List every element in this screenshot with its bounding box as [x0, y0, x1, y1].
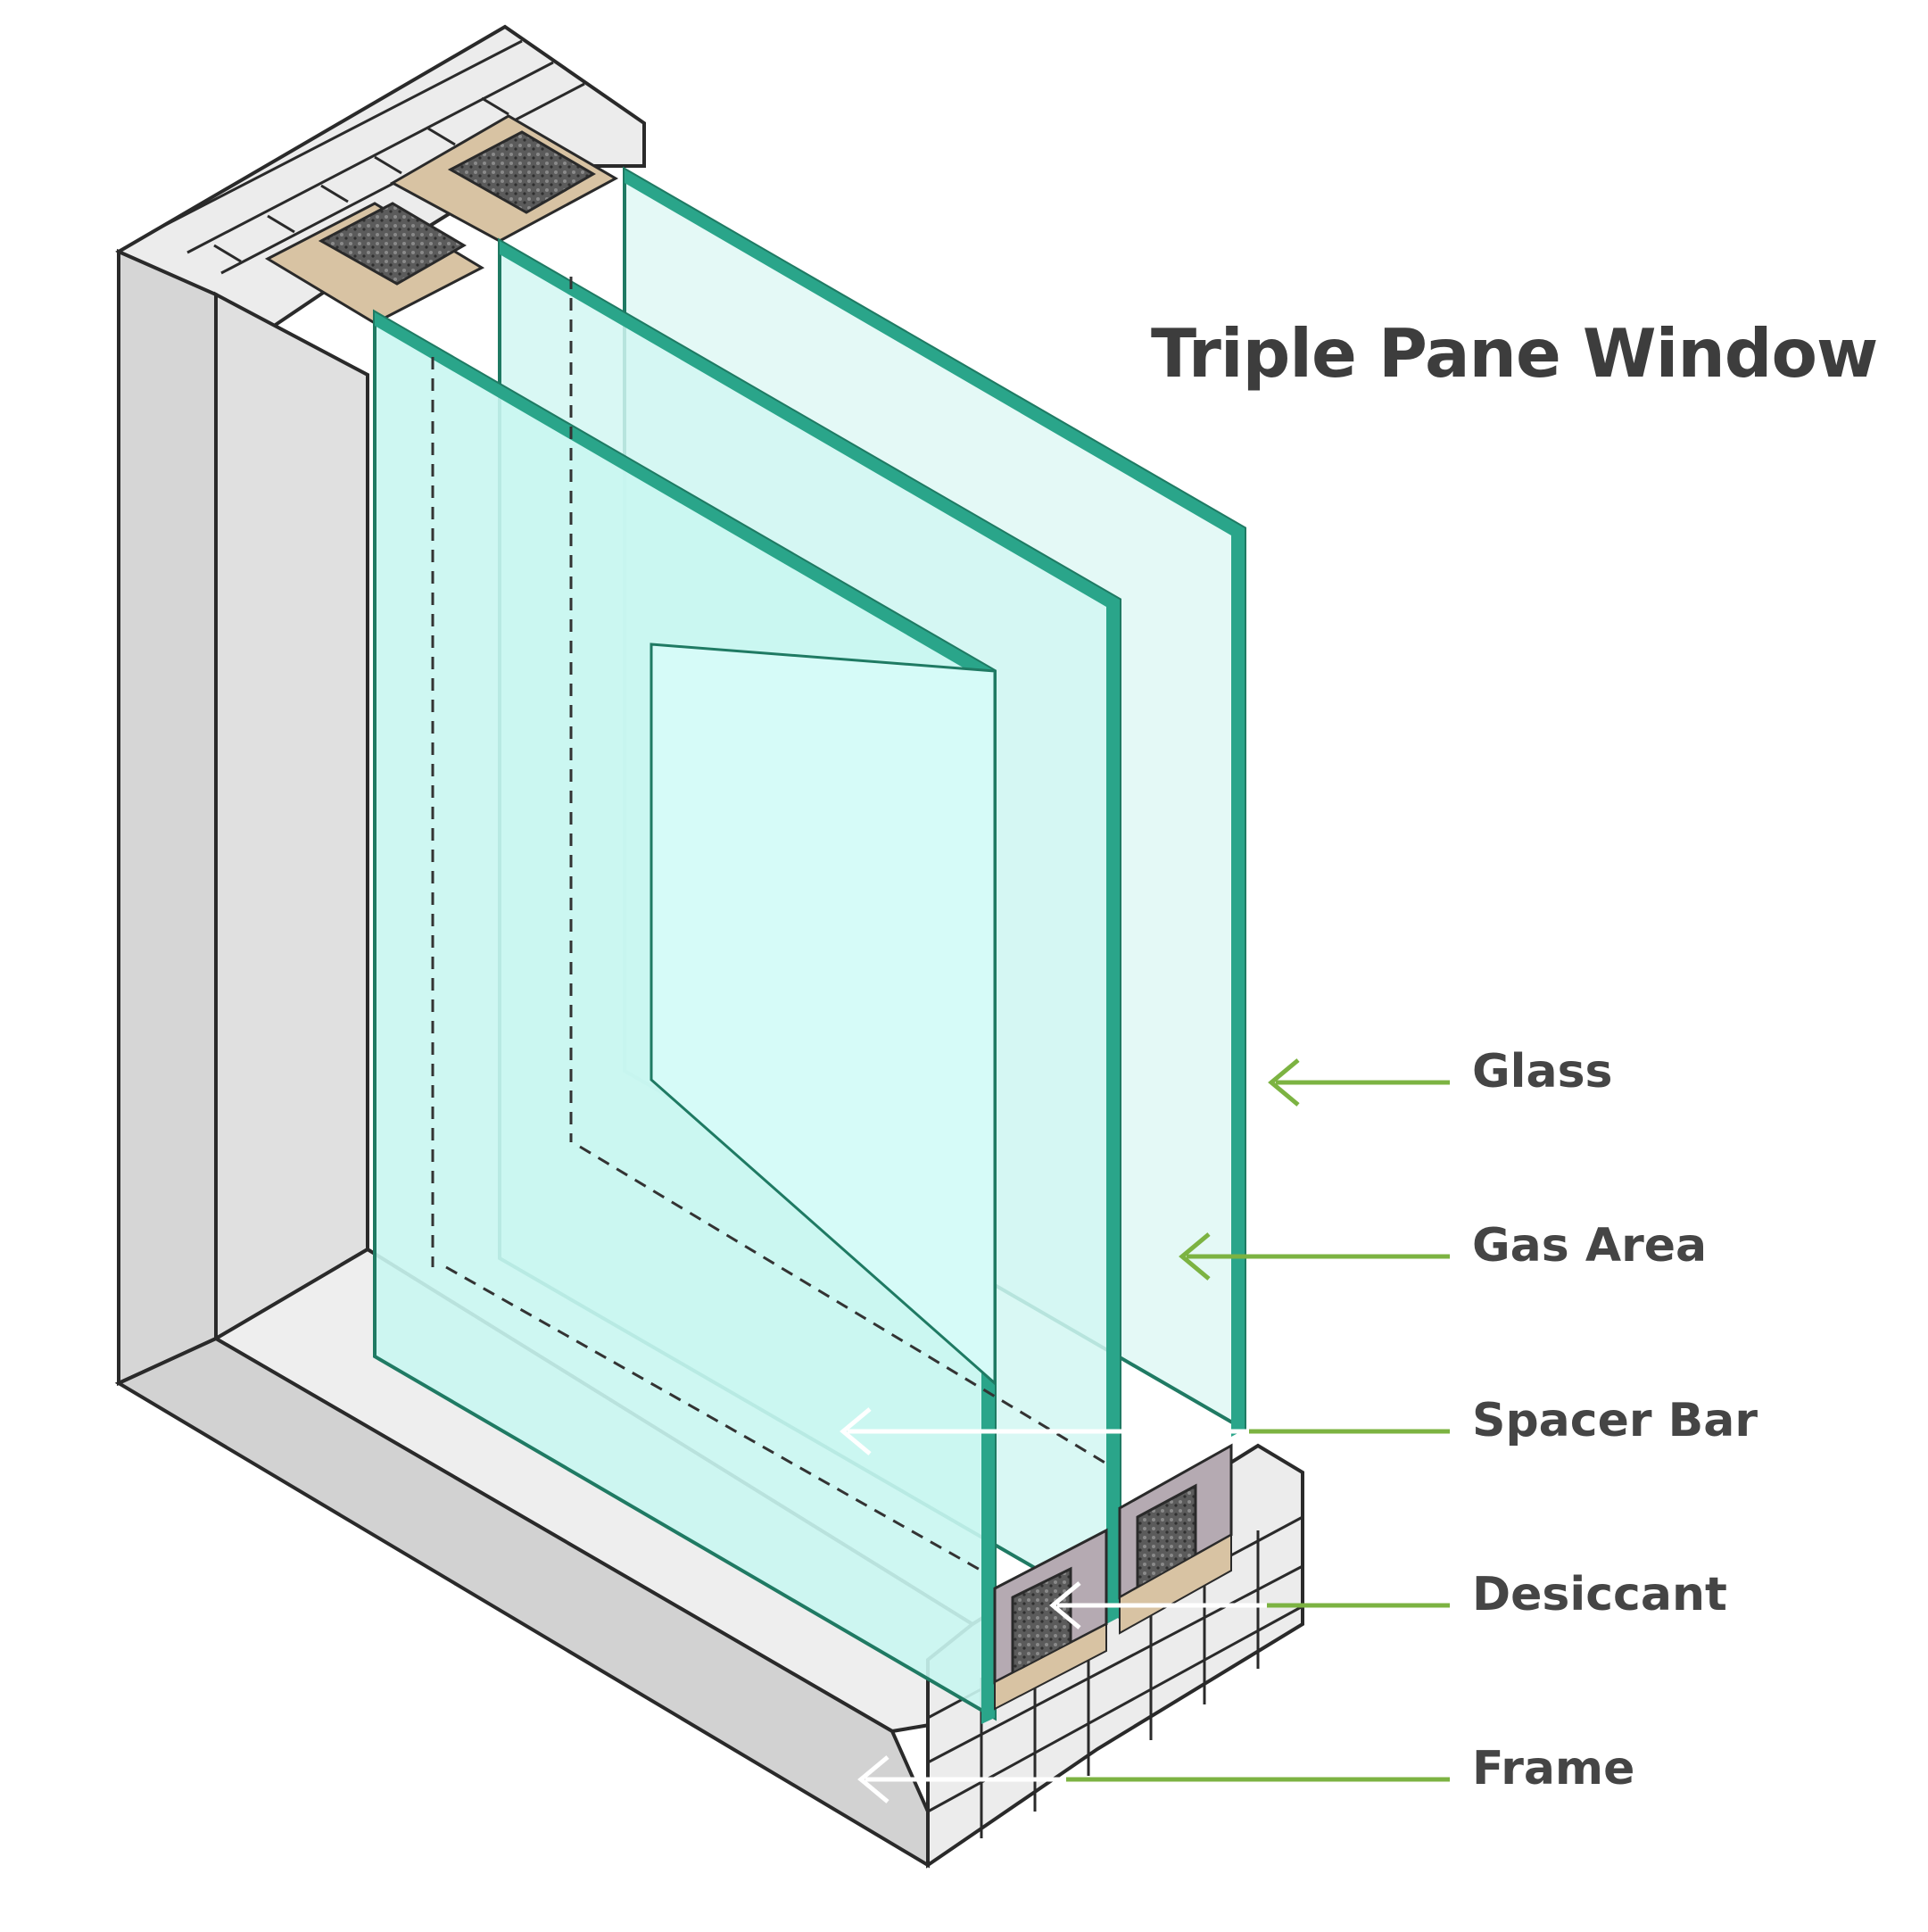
label-frame: Frame [1472, 1742, 1635, 1795]
glass-pane-front [373, 277, 1107, 1724]
label-glass: Glass [1472, 1045, 1613, 1099]
pointer-glass [1268, 1058, 1450, 1107]
pointer-spacer-bar [840, 1407, 1450, 1455]
pointer-gas-area [1179, 1232, 1450, 1281]
top-spacers [264, 114, 619, 325]
label-spacer-bar: Spacer Bar [1472, 1394, 1758, 1447]
label-gas-area: Gas Area [1472, 1219, 1708, 1273]
label-desiccant: Desiccant [1472, 1568, 1727, 1621]
diagram-title: Triple Pane Window [1151, 314, 1878, 393]
bottom-spacers [993, 1443, 1233, 1711]
pointer-desiccant [1049, 1581, 1450, 1629]
pointer-frame [857, 1755, 1450, 1803]
